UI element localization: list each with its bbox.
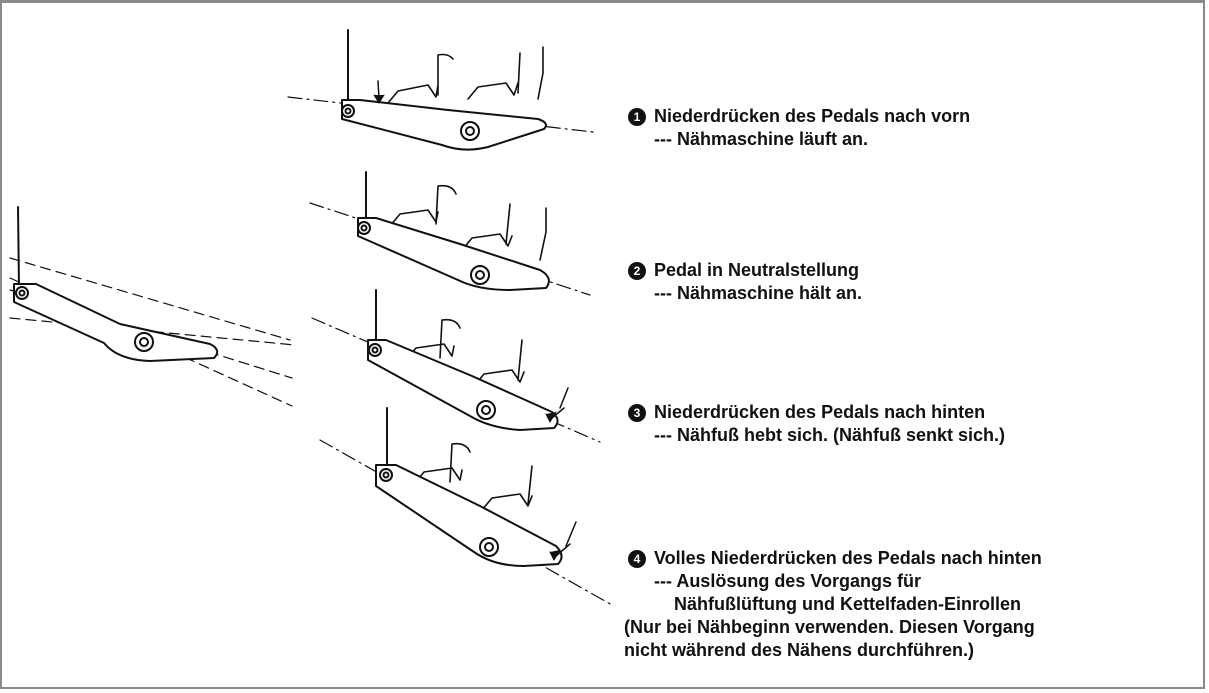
step-description: --- Nähfuß hebt sich. (Nähfuß senkt sich… — [654, 425, 1006, 445]
step-title: Volles Niederdrücken des Pedals nach hin… — [654, 548, 1042, 568]
step-title: Pedal in Neutralstellung — [654, 260, 860, 280]
step-2: 2 Pedal in Neutralstellung --- Nähmaschi… — [628, 259, 862, 305]
step-note: (Nur bei Nähbeginn verwenden. Diesen Vor… — [624, 617, 1035, 637]
step-title: Niederdrücken des Pedals nach vorn — [654, 106, 971, 126]
step-number-badge: 1 — [628, 107, 646, 126]
step-number-badge: 4 — [628, 549, 646, 568]
step-note: nicht während des Nähens durchführen.) — [624, 640, 975, 660]
pedal-step-3 — [311, 289, 601, 443]
step-description: --- Auslösung des Vorgangs für — [654, 571, 922, 591]
pedal-step-2 — [309, 171, 591, 296]
step-title: Niederdrücken des Pedals nach hinten — [654, 402, 986, 422]
step-description: --- Nähmaschine läuft an. — [654, 129, 869, 149]
step-number-badge: 3 — [628, 403, 646, 422]
step-number-badge: 2 — [628, 261, 646, 280]
step-3: 3 Niederdrücken des Pedals nach hinten -… — [628, 401, 1005, 447]
pedal-overview — [9, 206, 296, 407]
step-4: 4 Volles Niederdrücken des Pedals nach h… — [624, 547, 1042, 662]
pedal-step-1 — [287, 29, 594, 151]
step-description: --- Nähmaschine hält an. — [654, 283, 863, 303]
step-1: 1 Niederdrücken des Pedals nach vorn ---… — [628, 105, 970, 151]
pedal-step-4 — [319, 407, 613, 606]
step-description: Nähfußlüftung und Kettelfaden-Einrollen — [654, 594, 1021, 614]
